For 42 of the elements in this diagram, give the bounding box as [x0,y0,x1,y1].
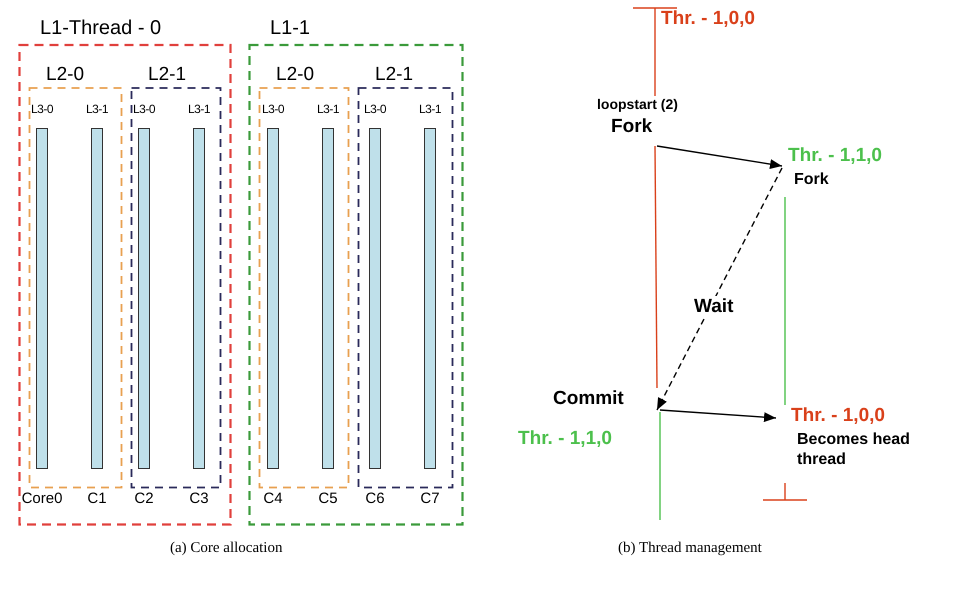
event-note: loopstart (2) [597,96,678,112]
event-note: Becomes head thread [797,430,911,470]
core-label: C5 [317,490,339,507]
core-label: C6 [364,490,386,507]
thread-id: Thr. - 1,1,0 [788,145,882,167]
level-label: L3-1 [316,102,340,116]
timeline-line [654,146,658,388]
level-label: L3-0 [362,102,388,116]
dashed-arrow [656,168,783,410]
figure-caption: (b) Thread management [618,540,762,557]
thread-id: Thr. - 1,0,0 [661,8,755,30]
level-label: L3-0 [260,102,286,116]
group-heading: L2-0 [276,64,314,86]
level-label: L3-1 [84,102,110,116]
core-label: C4 [262,490,284,507]
group-heading: L2-1 [375,64,414,86]
level-label: L3-1 [418,102,442,116]
core-label: Core0 [20,490,64,507]
core-label: C7 [419,490,441,507]
level-label: L3-1 [186,102,212,116]
level-label: L3-0 [30,102,54,116]
timeline-line [762,483,808,501]
level-label: L3-0 [132,102,156,116]
core-label: C1 [86,490,108,507]
thread-id: Thr. - 1,0,0 [791,405,885,427]
event-name: Commit [553,388,624,410]
event-name: Fork [611,116,652,138]
thread-id: Thr. - 1,1,0 [518,428,612,450]
group-heading: L2-1 [148,64,186,86]
event-note: Fork [794,170,830,190]
timeline-line [632,7,678,96]
core-label: C3 [188,490,210,507]
group-heading: L2-0 [46,64,84,86]
core-label: C2 [133,490,155,507]
arrow [660,409,776,422]
edge-label: Wait [692,296,736,318]
arrow [656,145,782,170]
timeline-line [784,197,786,405]
group-heading: L1-1 [270,17,310,40]
group-heading: L1-Thread - 0 [40,17,162,40]
timeline-line [659,412,661,520]
figure-caption: (a) Core allocation [170,540,282,557]
